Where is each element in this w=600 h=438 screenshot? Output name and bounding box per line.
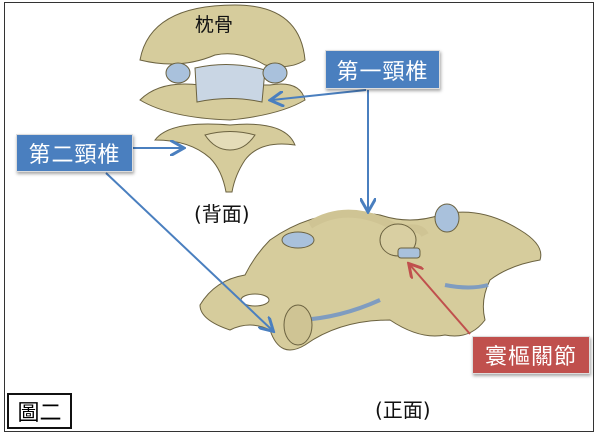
axis-label: 第二頸椎 (16, 134, 133, 172)
joint-arrow (410, 265, 471, 335)
figure-frame (4, 2, 594, 432)
back-view-vertebrae (139, 4, 306, 193)
back-view-caption: (背面) (194, 202, 250, 226)
atlas-arrow-back (272, 89, 367, 100)
annotation-arrows (105, 89, 471, 335)
figure-number: 圖二 (7, 393, 72, 429)
front-view-vertebrae (199, 203, 542, 351)
atlantoaxial-joint-label: 寰樞關節 (472, 336, 590, 374)
atlas-label: 第一頸椎 (325, 50, 440, 89)
front-view-caption: (正面) (375, 398, 431, 422)
axis-arrow-front (105, 172, 272, 330)
occipital-label: 枕骨 (195, 14, 234, 36)
